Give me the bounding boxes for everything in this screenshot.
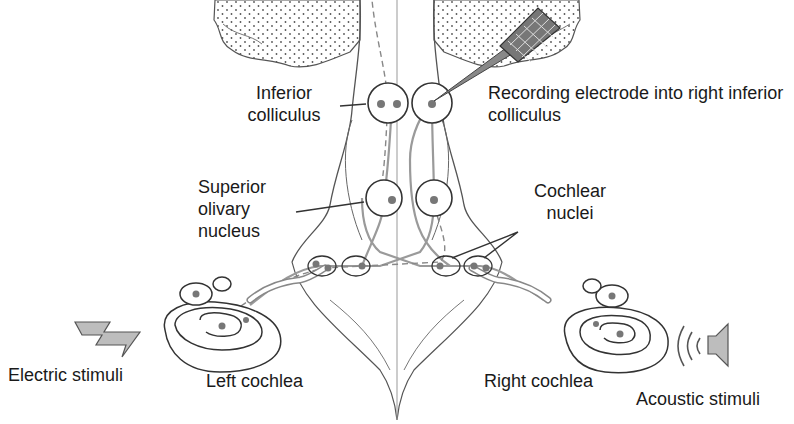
stimulus-label: Electric stimuli	[8, 364, 158, 386]
structure-label: Cochlear nuclei	[520, 180, 620, 224]
structure-label: Superior olivary nucleus	[198, 176, 294, 242]
structure-label: Inferior colliculus	[232, 82, 336, 126]
structure-label: Left cochlea	[206, 370, 346, 392]
structure-label: Right cochlea	[484, 370, 624, 392]
electrode-label: Recording electrode into right inferior …	[488, 82, 786, 126]
stimulus-label: Acoustic stimuli	[636, 388, 788, 410]
